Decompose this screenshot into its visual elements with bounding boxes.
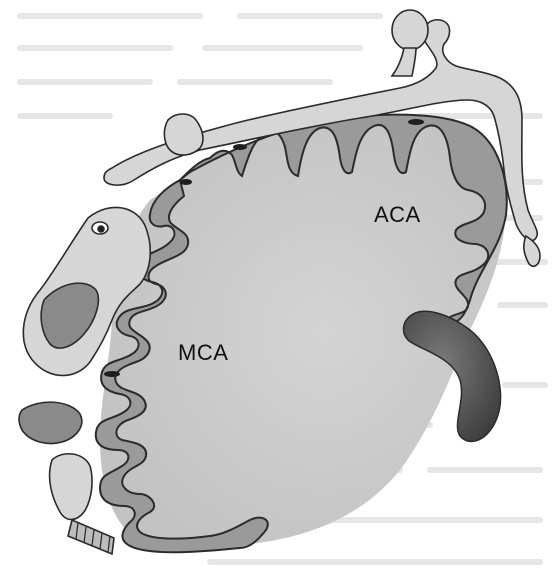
aca-label: ACA xyxy=(374,202,421,228)
homunculus-head xyxy=(392,10,428,50)
homunculus-neck xyxy=(392,48,416,76)
homunculus-hand xyxy=(164,114,203,155)
homunculus-tongue xyxy=(19,402,82,443)
homunculus-pupil xyxy=(98,226,104,232)
mca-label: MCA xyxy=(178,340,228,366)
homunculus-pharynx xyxy=(50,454,92,520)
homunculus-trachea xyxy=(68,520,114,554)
